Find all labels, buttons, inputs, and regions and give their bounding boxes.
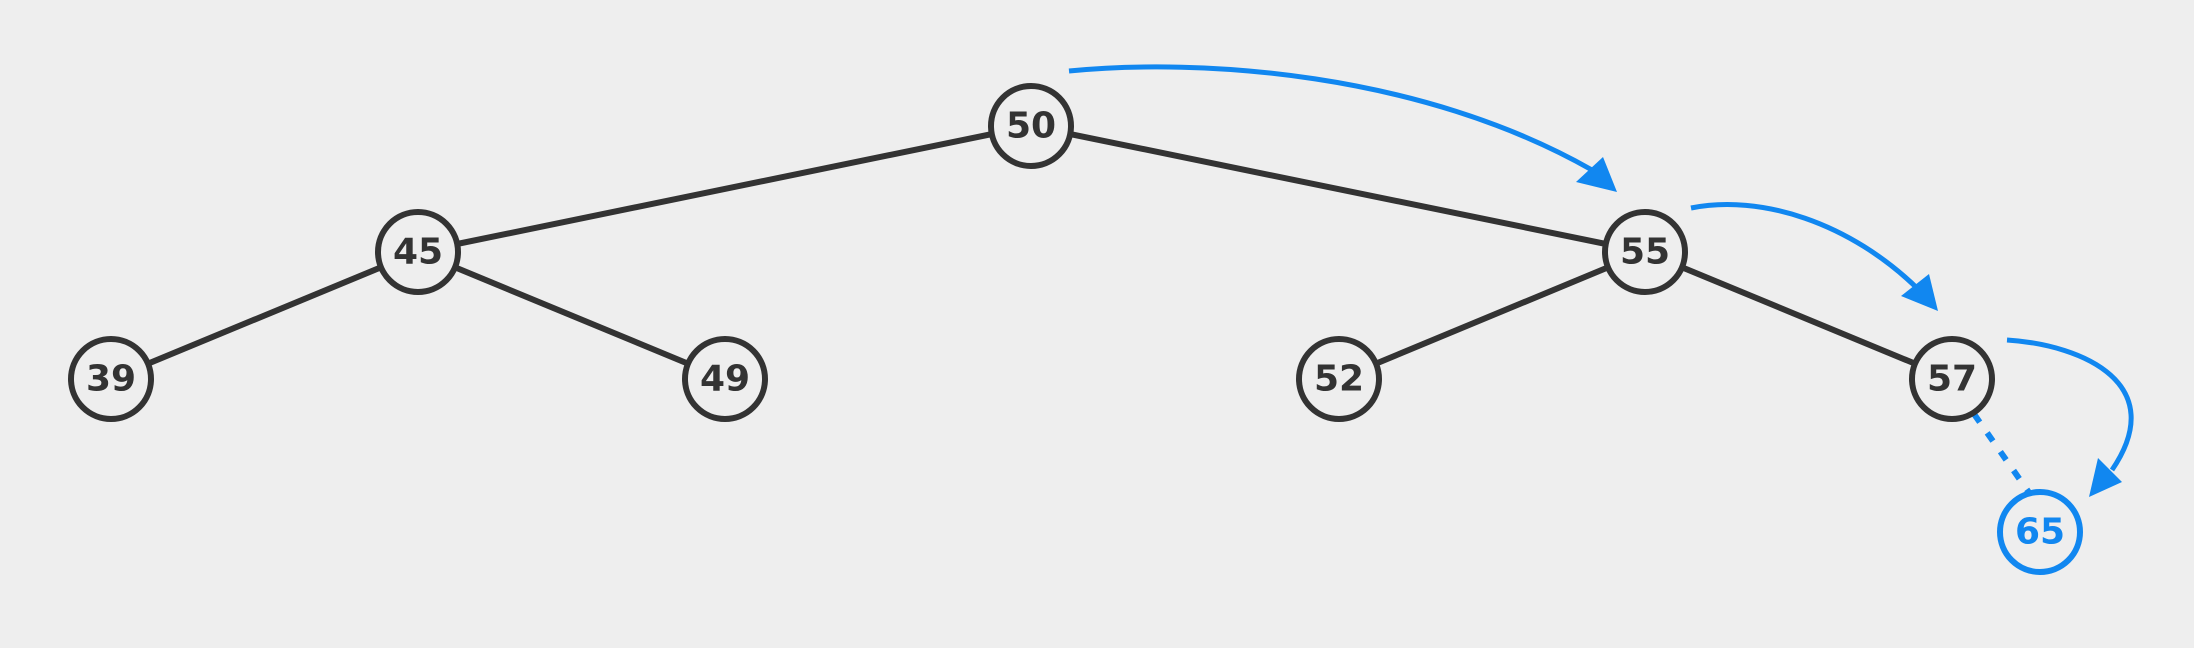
edge-45-49	[416, 249, 727, 382]
node-55: 55	[1602, 209, 1688, 295]
node-45-label: 45	[393, 232, 443, 273]
edge-45-39	[109, 249, 420, 382]
node-49: 49	[682, 336, 768, 422]
inserted-node-65: 65	[1997, 489, 2083, 575]
arrow-head-57-to-65	[2089, 458, 2122, 497]
node-39-label: 39	[86, 359, 136, 400]
inserted-node-65-label: 65	[2015, 512, 2065, 553]
arrow-head-55-to-57	[1901, 274, 1938, 311]
arrow-57-to-65	[2006, 337, 2134, 472]
node-39: 39	[68, 336, 154, 422]
edge-55-57	[1643, 249, 1954, 382]
node-57: 57	[1909, 336, 1995, 422]
arrow-50-to-55	[1068, 64, 1594, 173]
inserted-edge-57-65	[1971, 412, 2033, 496]
node-49-label: 49	[700, 359, 750, 400]
tree-nodes: 50 45 55 39 49 52 57 65	[68, 83, 2083, 575]
edge-50-45	[417, 123, 1032, 255]
node-50: 50	[988, 83, 1074, 169]
arrow-55-to-57	[1690, 202, 1921, 292]
node-50-label: 50	[1006, 106, 1056, 147]
node-45: 45	[375, 209, 461, 295]
node-52: 52	[1296, 336, 1382, 422]
search-path-arrows	[1068, 64, 2134, 497]
edge-55-52	[1337, 249, 1647, 382]
tree-edges	[109, 123, 1954, 382]
edge-50-55	[1030, 123, 1646, 255]
node-57-label: 57	[1927, 359, 1977, 400]
node-55-label: 55	[1620, 232, 1670, 273]
arrow-head-50-to-55	[1576, 157, 1617, 192]
node-52-label: 52	[1314, 359, 1364, 400]
